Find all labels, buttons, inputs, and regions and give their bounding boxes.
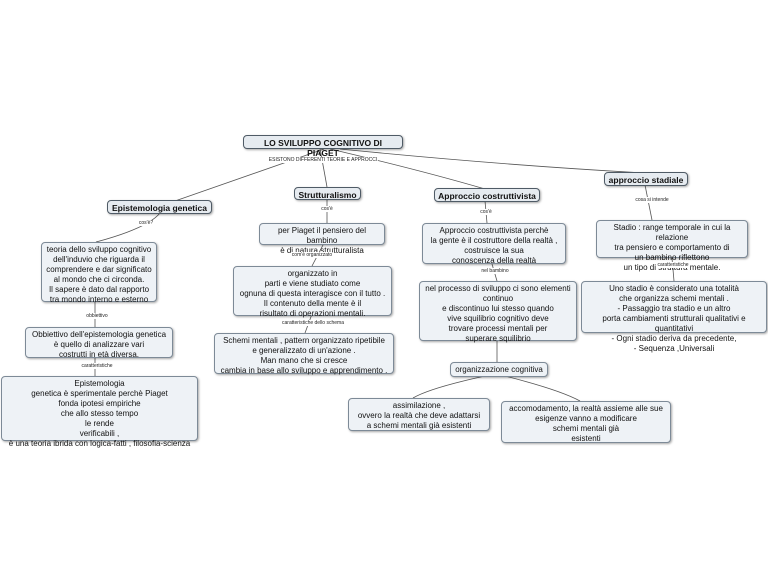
epistemologia-link-label: cos'è? bbox=[137, 220, 155, 226]
strutturalismo-link-label: cos'è bbox=[320, 206, 334, 212]
stadiale-definition-node: Stadio : range temporale in cui la relaz… bbox=[596, 220, 748, 272]
epistemologia-features-node: Epistemologia genetica è sperimentale pe… bbox=[1, 376, 198, 448]
strutturalismo-organization-node: organizzato in parti e viene studiato co… bbox=[233, 266, 392, 318]
costruttivista-definition-node: Approccio costruttivista perchè la gente… bbox=[422, 223, 566, 265]
assimilazione-node: assimilazione , ovvero la realtà che dev… bbox=[348, 398, 490, 431]
strutturalismo-definition-node: per Piaget il pensiero del bambino è di … bbox=[259, 223, 385, 255]
stadiale-features-node: Uno stadio è considerato una totalità ch… bbox=[581, 281, 767, 353]
epistemologia-objective-node: Obbiettivo dell'epistemologia genetica è… bbox=[25, 327, 173, 359]
stadiale-link-label: cosa si intende bbox=[634, 197, 670, 203]
epistemologia-definition-node: teoria dello sviluppo cognitivo dell'ind… bbox=[41, 242, 157, 304]
costruttivista-child-node: nel processo di sviluppo ci sono element… bbox=[419, 281, 577, 343]
strutturalismo-node: Strutturalismo bbox=[294, 187, 361, 200]
stadiale-features-link-label: caratteristiche bbox=[656, 262, 690, 268]
stadiale-node: approccio stadiale bbox=[604, 172, 688, 186]
costruttivista-node: Approccio costruttivista bbox=[434, 188, 540, 202]
strutturalismo-organization-link-label: com'è organizzato bbox=[290, 252, 334, 258]
accomodamento-node: accomodamento, la realtà assieme alle su… bbox=[501, 401, 671, 443]
root-link-label: ESISTONO DIFFERENTI TEORIE E APPROCCI bbox=[267, 157, 379, 163]
epistemologia-features-link-label: caratteristiche bbox=[80, 363, 114, 369]
epistemologia-node: Epistemologia genetica bbox=[107, 200, 212, 214]
epistemologia-objective-link-label: obbiettivo bbox=[85, 313, 109, 319]
organizzazione-cognitiva-node: organizzazione cognitiva bbox=[450, 362, 548, 377]
strutturalismo-schemi-node: Schemi mentali , pattern organizzato rip… bbox=[214, 333, 394, 375]
strutturalismo-schema-link-label: caratteristiche dello schema bbox=[281, 320, 345, 326]
root-node: LO SVILUPPO COGNITIVO DI PIAGET bbox=[243, 135, 403, 158]
costruttivista-link-label: cos'è bbox=[479, 209, 493, 215]
costruttivista-child-link-label: nel bambino bbox=[480, 268, 510, 274]
